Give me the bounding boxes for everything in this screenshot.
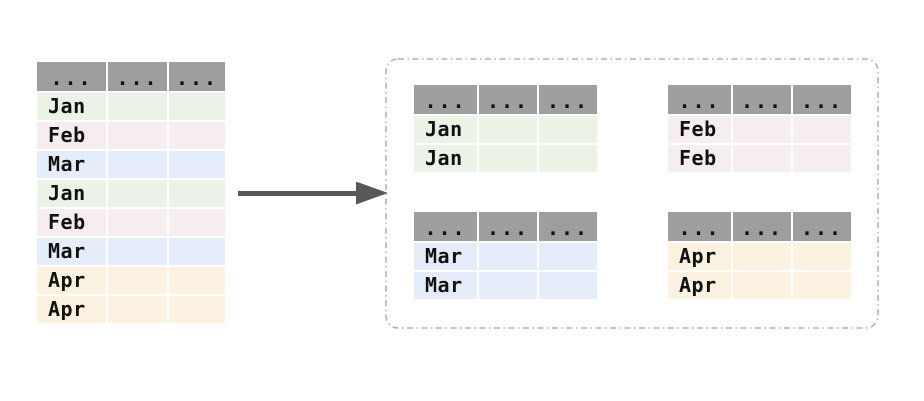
month-cell: Feb (37, 121, 106, 149)
empty-cell (108, 208, 167, 236)
empty-cell (479, 271, 537, 299)
empty-cell (733, 115, 791, 143)
empty-cell (539, 242, 597, 270)
month-cell: Jan (37, 179, 106, 207)
month-cell: Apr (668, 271, 731, 299)
month-cell: Apr (668, 242, 731, 270)
header-cell: ... (539, 212, 597, 241)
month-cell: Feb (37, 208, 106, 236)
header-cell: ... (169, 62, 225, 91)
empty-cell (479, 242, 537, 270)
month-cell: Jan (414, 144, 477, 172)
empty-cell (108, 295, 167, 323)
month-cell: Feb (668, 115, 731, 143)
empty-cell (539, 115, 597, 143)
empty-cell (169, 237, 225, 265)
empty-cell (169, 150, 225, 178)
empty-cell (108, 150, 167, 178)
empty-cell (108, 266, 167, 294)
header-cell: ... (539, 85, 597, 114)
group-table-mar: ... ... ... Mar Mar (414, 212, 597, 299)
empty-cell (108, 179, 167, 207)
header-cell: ... (479, 212, 537, 241)
month-cell: Jan (37, 92, 106, 120)
group-table-jan: ... ... ... Jan Jan (414, 85, 597, 172)
empty-cell (169, 208, 225, 236)
empty-cell (169, 92, 225, 120)
header-cell: ... (37, 62, 106, 91)
header-cell: ... (793, 85, 851, 114)
empty-cell (479, 144, 537, 172)
header-cell: ... (668, 212, 731, 241)
empty-cell (169, 266, 225, 294)
month-cell: Feb (668, 144, 731, 172)
empty-cell (108, 92, 167, 120)
arrow-head (356, 181, 388, 205)
header-cell: ... (479, 85, 537, 114)
header-cell: ... (733, 85, 791, 114)
empty-cell (169, 179, 225, 207)
month-cell: Mar (414, 242, 477, 270)
empty-cell (793, 115, 851, 143)
month-cell: Jan (414, 115, 477, 143)
month-cell: Apr (37, 266, 106, 294)
header-cell: ... (414, 85, 477, 114)
month-cell: Mar (37, 150, 106, 178)
header-cell: ... (414, 212, 477, 241)
groups-container-border (385, 58, 879, 329)
empty-cell (169, 295, 225, 323)
empty-cell (539, 144, 597, 172)
empty-cell (169, 121, 225, 149)
empty-cell (108, 237, 167, 265)
source-table: ... ... ... Jan Feb Mar Jan Feb Mar Apr … (37, 62, 225, 323)
group-table-apr: ... ... ... Apr Apr (668, 212, 851, 299)
arrow-shaft (238, 190, 358, 196)
month-cell: Mar (37, 237, 106, 265)
empty-cell (108, 121, 167, 149)
empty-cell (793, 271, 851, 299)
empty-cell (479, 115, 537, 143)
group-table-feb: ... ... ... Feb Feb (668, 85, 851, 172)
header-cell: ... (668, 85, 731, 114)
header-cell: ... (793, 212, 851, 241)
header-cell: ... (733, 212, 791, 241)
dashed-border-rect (385, 58, 879, 329)
arrow-icon (238, 181, 388, 205)
month-cell: Mar (414, 271, 477, 299)
empty-cell (733, 242, 791, 270)
empty-cell (793, 144, 851, 172)
header-cell: ... (108, 62, 167, 91)
empty-cell (793, 242, 851, 270)
empty-cell (733, 271, 791, 299)
empty-cell (539, 271, 597, 299)
empty-cell (733, 144, 791, 172)
month-cell: Apr (37, 295, 106, 323)
